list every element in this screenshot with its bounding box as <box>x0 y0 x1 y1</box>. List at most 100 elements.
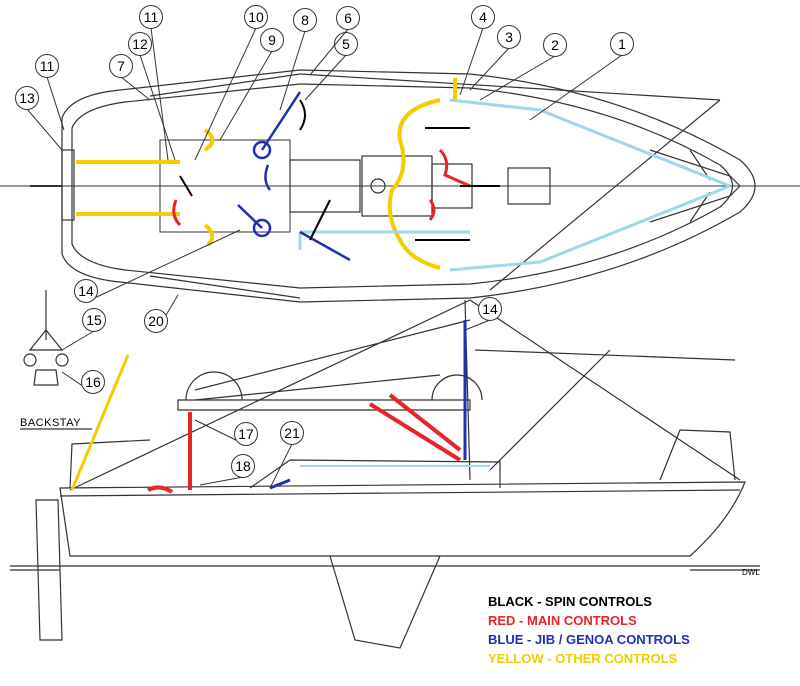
yellow-controls-profile <box>70 354 130 491</box>
callout-9: 9 <box>219 28 284 141</box>
callout-leader <box>150 27 169 161</box>
callout-number: 6 <box>344 10 352 26</box>
blue-controls-deck <box>237 91 351 262</box>
callout-10: 10 <box>194 5 268 161</box>
callout-21: 20 <box>144 294 179 333</box>
callout-12: 12 <box>128 32 176 161</box>
callout-number: 8 <box>301 12 309 28</box>
callout-circle <box>293 8 317 32</box>
callout-circle <box>231 454 255 478</box>
callout-16: 14 <box>464 297 502 331</box>
callout-leader <box>85 229 241 303</box>
callout-7: 7 <box>109 54 151 101</box>
callout-circle <box>260 28 284 52</box>
callout-number: 13 <box>19 90 35 106</box>
blue-controls-profile <box>269 320 467 490</box>
yellow-controls-deck <box>76 78 457 270</box>
callout-number: 17 <box>238 426 254 442</box>
callout-leader <box>304 54 347 101</box>
legend-entry: YELLOW - OTHER CONTROLS <box>488 651 678 666</box>
callout-20: 18 <box>199 454 255 486</box>
callout-circle <box>497 25 521 49</box>
callout-circle <box>15 86 39 110</box>
callout-number: 9 <box>268 32 276 48</box>
callout-circle <box>144 309 168 333</box>
callout-number: 15 <box>86 312 102 328</box>
callout-circle <box>234 422 258 446</box>
callout-15: 14 <box>74 229 241 303</box>
callout-number: 21 <box>284 425 300 441</box>
callout-leader <box>139 54 176 161</box>
callout-leader <box>459 27 484 96</box>
black-controls-deck <box>179 99 500 241</box>
callout-leader <box>120 76 151 101</box>
callout-circle <box>244 5 268 29</box>
callout-number: 11 <box>144 9 159 25</box>
callout-5: 5 <box>304 32 358 101</box>
callout-18: 16 <box>61 370 105 394</box>
legend-entry: BLACK - SPIN CONTROLS <box>488 594 652 609</box>
callout-circle <box>82 308 106 332</box>
callout-circle <box>81 370 105 394</box>
callout-19: 17 <box>194 419 258 446</box>
lightblue-controls-deck <box>298 98 731 272</box>
callout-4: 4 <box>459 5 495 96</box>
callout-number: 16 <box>85 374 101 390</box>
callout-leader <box>479 55 556 101</box>
callout-number: 11 <box>40 58 55 74</box>
callout-number: 18 <box>235 458 251 474</box>
callout-leader <box>464 319 491 331</box>
callout-circle <box>109 54 133 78</box>
callout-leader <box>26 108 63 151</box>
callout-leader <box>199 476 244 486</box>
callout-11: 11 <box>139 5 169 161</box>
callout-number: 10 <box>248 9 264 25</box>
callout-circle <box>35 54 59 78</box>
callout-number: 20 <box>148 313 164 329</box>
callout-leader <box>61 330 95 351</box>
callout-leader <box>279 30 306 111</box>
deck-plan <box>0 69 800 303</box>
callout-number: 5 <box>342 36 350 52</box>
callout-circle <box>336 6 360 30</box>
callout-circle <box>74 279 98 303</box>
callout-number: 2 <box>551 37 559 53</box>
backstay-label: BACKSTAY <box>20 417 81 429</box>
callout-number: 4 <box>479 9 487 25</box>
callout-circle <box>280 421 304 445</box>
legend-entry: BLUE - JIB / GENOA CONTROLS <box>488 632 690 647</box>
callout-circle <box>128 32 152 56</box>
callout-number: 14 <box>78 283 94 299</box>
callout-1: 1 <box>529 32 634 121</box>
callout-number: 3 <box>505 29 513 45</box>
callout-leader <box>469 47 510 91</box>
fitting-inset <box>23 290 69 386</box>
callout-2: 2 <box>479 33 567 101</box>
callout-6: 6 <box>309 6 360 76</box>
callout-22: 21 <box>269 421 304 489</box>
callout-3: 3 <box>469 25 521 91</box>
callout-number: 1 <box>618 36 626 52</box>
callout-number: 12 <box>132 36 148 52</box>
callout-leader <box>46 76 65 131</box>
red-controls-profile <box>147 393 462 494</box>
dwl-label: DWL <box>742 568 760 577</box>
callout-number: 14 <box>482 301 498 317</box>
callout-leader <box>309 28 349 76</box>
callout-13: 11 <box>35 54 65 131</box>
callout-8: 8 <box>279 8 317 111</box>
callout-circle <box>139 5 163 29</box>
callout-circle <box>478 297 502 321</box>
callout-leader <box>529 54 623 121</box>
callout-leader <box>269 443 293 489</box>
red-controls-deck <box>172 148 471 227</box>
callout-17: 15 <box>61 308 106 351</box>
callout-circle <box>610 32 634 56</box>
callout-leader <box>219 50 273 141</box>
callout-number: 7 <box>117 58 125 74</box>
side-profile <box>10 299 760 649</box>
